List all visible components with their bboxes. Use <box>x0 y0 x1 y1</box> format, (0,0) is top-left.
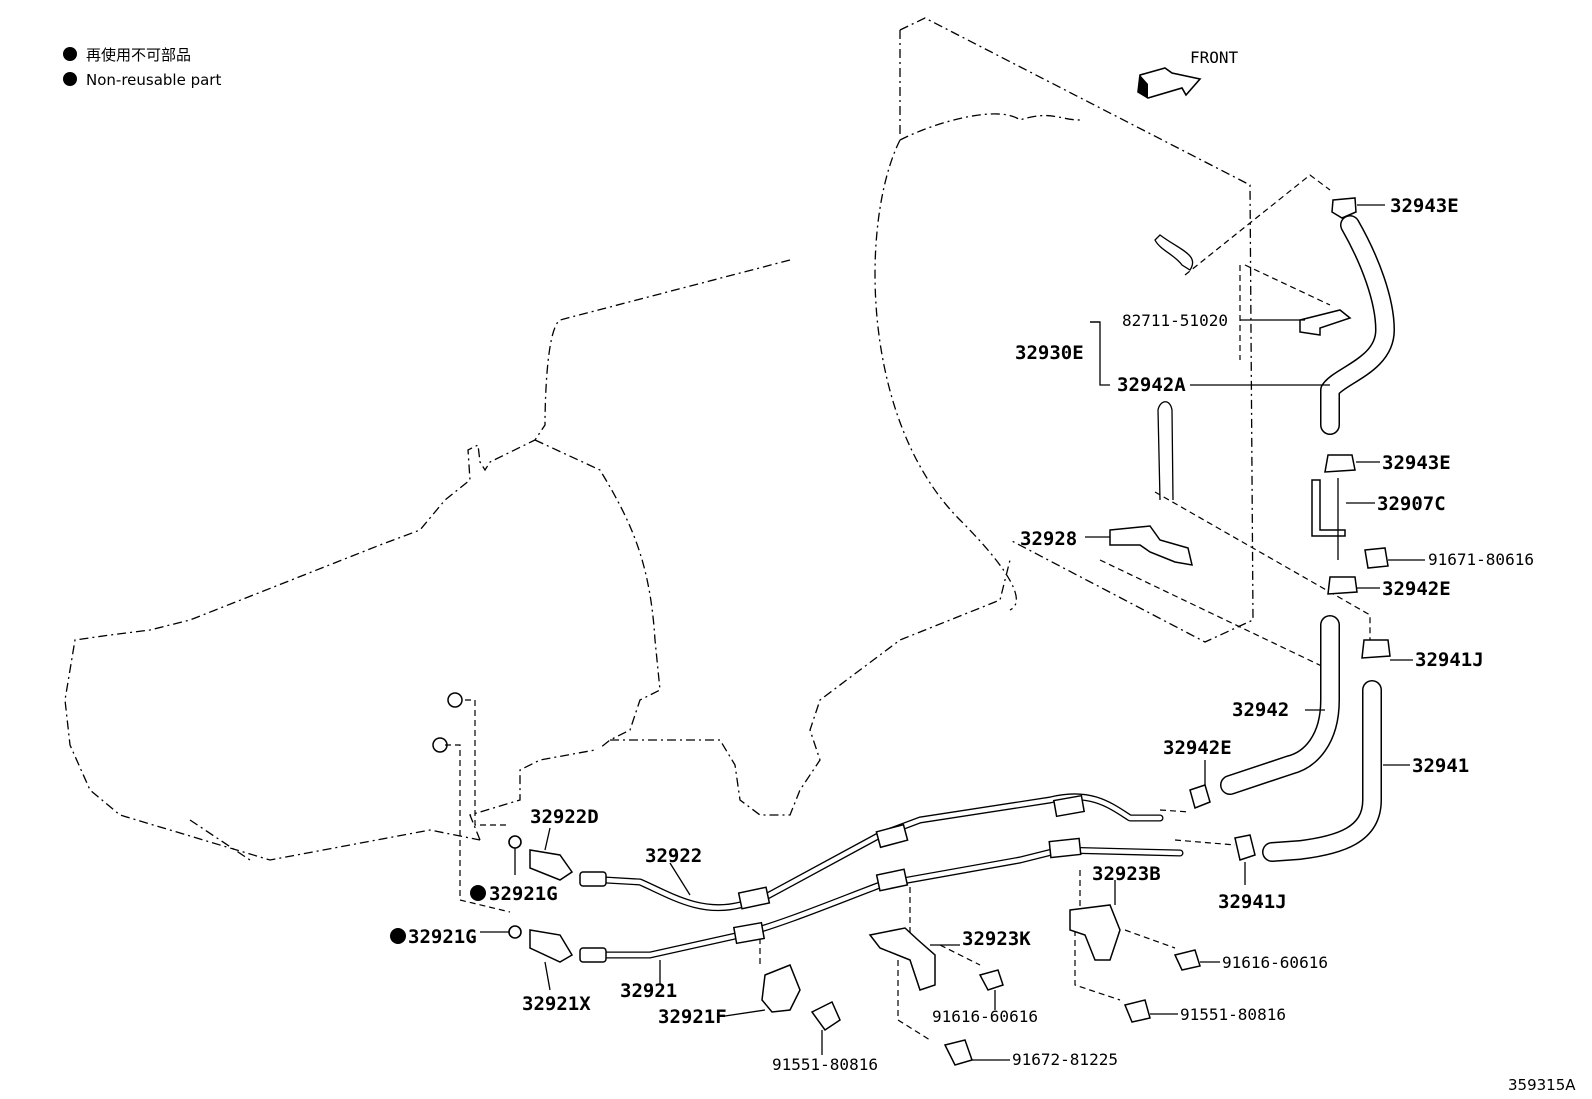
bolt-hole <box>432 737 448 753</box>
bolt-91551-80816-a <box>810 1000 841 1032</box>
callout-leaders <box>480 204 1425 1061</box>
bracket-32921F <box>761 964 801 1013</box>
label-91551-80816-a: 91551-80816 <box>772 1055 878 1074</box>
label-32907C: 32907C <box>1377 493 1446 515</box>
bolt-91551-80816-b <box>1123 999 1151 1023</box>
clamp-32942E-right <box>1327 576 1358 595</box>
front-label: FRONT <box>1190 48 1239 67</box>
radiator-phantom-outline <box>874 17 1254 643</box>
label-32922D: 32922D <box>530 806 599 828</box>
label-32923K: 32923K <box>962 928 1031 950</box>
bolt-91616-60616-a <box>978 969 1004 991</box>
label-32921F: 32921F <box>658 1006 727 1028</box>
label-32928: 32928 <box>1020 528 1077 550</box>
legend-english-text: Non-reusable part <box>86 71 221 89</box>
gasket-32921G-b <box>508 925 522 939</box>
label-32941J-bot: 32941J <box>1218 891 1287 913</box>
non-reusable-marker-icon <box>390 928 406 944</box>
bolt-91671-80616 <box>1364 547 1389 569</box>
leader-lines <box>445 174 1371 1041</box>
non-reusable-marker-icon <box>470 885 486 901</box>
hose-32928 <box>1157 401 1174 501</box>
label-32942E-mid: 32942E <box>1163 737 1232 759</box>
clamp-32941J-bot <box>1234 834 1256 861</box>
cooler-hoses <box>1154 215 1395 862</box>
legend-bullet-icon <box>63 72 77 86</box>
label-32942: 32942 <box>1232 699 1289 721</box>
clamp-32943E-top <box>1331 197 1357 219</box>
label-32921X: 32921X <box>522 993 591 1015</box>
label-91551-80816-b: 91551-80816 <box>1180 1005 1286 1024</box>
label-32942A: 32942A <box>1117 374 1186 396</box>
label-32942E-right: 32942E <box>1382 578 1451 600</box>
legend-bullet-icon <box>63 47 77 61</box>
pipe-sleeve <box>1048 837 1082 859</box>
label-91671-80616: 91671-80616 <box>1428 550 1534 569</box>
legend: 再使用不可部品 Non-reusable part <box>63 46 221 89</box>
label-32941: 32941 <box>1412 755 1469 777</box>
clamp-32928 <box>1109 525 1193 566</box>
label-32922: 32922 <box>645 845 702 867</box>
label-32941J-top: 32941J <box>1415 649 1484 671</box>
bracket-32907C <box>1311 479 1346 537</box>
pipe-sleeve <box>737 886 771 910</box>
label-32921G-b: 32921G <box>408 926 477 948</box>
union-32922D <box>529 849 574 881</box>
label-32930E: 32930E <box>1015 342 1084 364</box>
label-91616-60616-a: 91616-60616 <box>932 1007 1038 1026</box>
label-82711-51020: 82711-51020 <box>1122 311 1228 330</box>
transmission-phantom-outline <box>64 259 1011 861</box>
bolt-91672-81225 <box>943 1039 973 1066</box>
label-91672-81225: 91672-81225 <box>1012 1050 1118 1069</box>
clamp-32941J-top <box>1361 639 1391 659</box>
label-91616-60616-b: 91616-60616 <box>1222 953 1328 972</box>
label-32923B: 32923B <box>1092 863 1161 885</box>
bracket-32923B <box>1069 904 1121 961</box>
label-32921: 32921 <box>620 980 677 1002</box>
small-parts <box>432 197 1391 1066</box>
label-32943E-mid: 32943E <box>1382 452 1451 474</box>
pipe-sleeve <box>875 823 909 849</box>
bolt-91616-60616-b <box>1173 949 1201 971</box>
legend-japanese-text: 再使用不可部品 <box>86 46 191 64</box>
clamp-32943E-mid <box>1324 454 1356 473</box>
pipe-fitting <box>579 871 607 887</box>
hose-stub <box>1154 234 1194 271</box>
pipe-sleeve <box>732 921 766 945</box>
gasket-32921G-a <box>508 835 522 849</box>
pipe-sleeve <box>1052 794 1086 818</box>
pipe-sleeve <box>875 868 909 892</box>
label-32943E-top: 32943E <box>1390 195 1459 217</box>
oil-cooler-pipes <box>579 793 1184 963</box>
clamp-82711-51020 <box>1299 309 1352 336</box>
pipe-fitting <box>579 947 607 963</box>
union-32921X <box>529 929 574 963</box>
clamp-32942E-mid <box>1189 784 1211 810</box>
part-number-labels: 32943E 82711-51020 32930E 32942A 32943E … <box>390 195 1534 1074</box>
figure-id: 359315A <box>1508 1076 1576 1094</box>
front-direction-indicator: FRONT <box>1137 48 1239 99</box>
label-32921G-a: 32921G <box>489 883 558 905</box>
bolt-hole <box>447 692 463 708</box>
bracket-32923K <box>868 927 936 991</box>
